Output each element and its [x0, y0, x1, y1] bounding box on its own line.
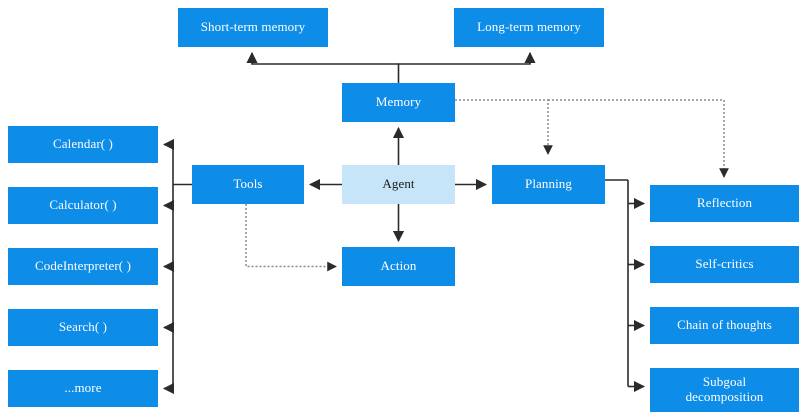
- edge-tools-to-tool-list: [162, 138, 192, 395]
- node-label: Agent: [382, 176, 415, 192]
- node-long-term-memory[interactable]: Long-term memory: [454, 8, 604, 47]
- node-calculator[interactable]: Calculator( ): [8, 187, 158, 224]
- node-chain-of-thoughts[interactable]: Chain of thoughts: [650, 307, 799, 344]
- node-tools[interactable]: Tools: [192, 165, 304, 204]
- node-label: Search( ): [58, 319, 108, 335]
- node-label: Chain of thoughts: [677, 317, 772, 333]
- edge-memory-to-memory-types: [246, 51, 536, 83]
- node-more[interactable]: ...more: [8, 370, 158, 407]
- node-code-interpreter[interactable]: CodeInterpreter( ): [8, 248, 158, 285]
- node-label: Calculator( ): [49, 197, 117, 213]
- node-label: CodeInterpreter( ): [35, 258, 131, 274]
- node-subgoal-decomposition[interactable]: Subgoal decomposition: [650, 368, 799, 412]
- node-memory[interactable]: Memory: [342, 83, 455, 122]
- node-label: Short-term memory: [200, 19, 306, 35]
- edge-memory-to-planning-dotted: [455, 99, 553, 155]
- node-self-critics[interactable]: Self-critics: [650, 246, 799, 283]
- edge-tools-to-action-dotted: [245, 204, 337, 272]
- node-search[interactable]: Search( ): [8, 309, 158, 346]
- node-label: Subgoal decomposition: [685, 374, 764, 404]
- node-label: Reflection: [696, 195, 753, 211]
- node-short-term-memory[interactable]: Short-term memory: [178, 8, 328, 47]
- node-label: Memory: [375, 94, 422, 110]
- node-label: Self-critics: [695, 256, 754, 272]
- node-action[interactable]: Action: [342, 247, 455, 286]
- node-label: ...more: [64, 380, 102, 396]
- node-reflection[interactable]: Reflection: [650, 185, 799, 222]
- node-agent[interactable]: Agent: [342, 165, 455, 204]
- edge-memory-to-reflection-dotted: [548, 99, 729, 178]
- node-label: Planning: [524, 176, 573, 192]
- node-label: Action: [380, 258, 417, 274]
- node-label: Tools: [233, 176, 263, 192]
- edge-planning-to-strategy-list: [605, 179, 646, 393]
- node-label: Long-term memory: [477, 19, 581, 35]
- node-calendar[interactable]: Calendar( ): [8, 126, 158, 163]
- node-label: Calendar( ): [53, 136, 113, 152]
- node-planning[interactable]: Planning: [492, 165, 605, 204]
